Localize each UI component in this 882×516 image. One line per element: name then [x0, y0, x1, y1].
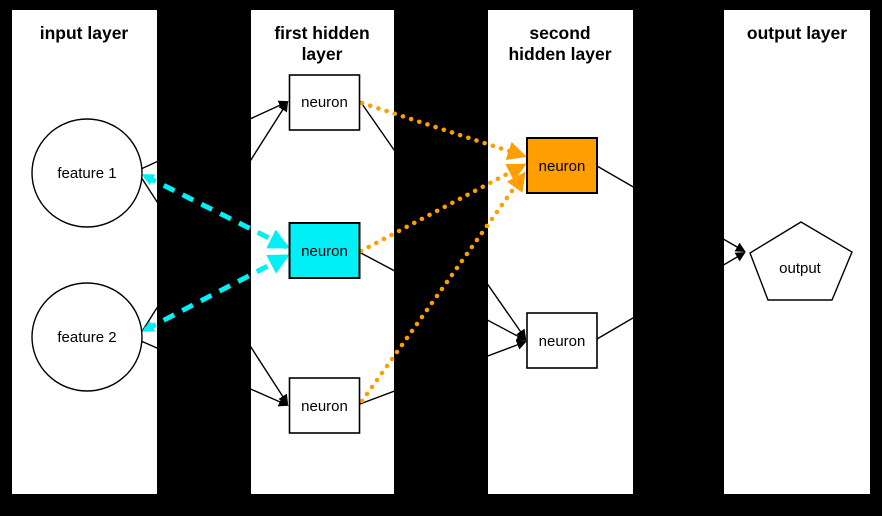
node-hidden2-neuron1-orange: neuron	[526, 137, 598, 194]
hidden2-neuron2-label: neuron	[539, 333, 586, 350]
edge-h1n3-to-h2n1-orange	[359, 171, 527, 404]
edges-black-solid	[140, 100, 746, 407]
edge-h2n1-to-output	[596, 165, 746, 253]
hidden2-neuron2-box	[526, 312, 598, 369]
second-hidden-layer-title-line1: second	[529, 23, 590, 43]
edge-feature2-to-h1n2-cyan	[141, 253, 290, 333]
node-hidden1-neuron1: neuron	[288, 74, 361, 131]
feature-1-label: feature 1	[57, 165, 116, 182]
edge-feature1-to-h1n1	[140, 100, 289, 170]
edge-h2n2-to-output	[596, 251, 746, 340]
nodes: feature 1 feature 2 neuron neuron neuron…	[31, 74, 853, 434]
layer-titles: input layer first hidden layer second hi…	[40, 23, 848, 64]
edge-h1n2-to-h2n2	[358, 251, 527, 341]
feature-1-circle	[31, 118, 143, 228]
first-hidden-layer-title-line1: first hidden	[274, 23, 369, 43]
edge-feature2-to-h1n3	[140, 340, 289, 407]
edge-h1n1-to-h2n2	[359, 100, 527, 340]
hidden1-neuron3-label: neuron	[301, 398, 348, 415]
edges-cyan-dashed	[141, 173, 290, 333]
layer-panels	[12, 10, 870, 494]
output-label: output	[779, 260, 822, 277]
panel-input-layer	[12, 10, 157, 494]
edge-h1n2-to-h2n1-orange	[358, 162, 527, 254]
node-hidden1-neuron2-cyan: neuron	[288, 222, 361, 279]
hidden1-neuron2-label: neuron	[301, 243, 348, 260]
hidden1-neuron1-label: neuron	[301, 94, 348, 111]
node-feature-2: feature 2	[31, 282, 143, 392]
panel-second-hidden-layer	[488, 10, 633, 494]
hidden1-neuron3-box	[288, 377, 361, 434]
node-output: output	[749, 221, 853, 301]
hidden2-neuron1-box	[526, 137, 598, 194]
node-hidden2-neuron2: neuron	[526, 312, 598, 369]
edge-h1n1-to-h2n1-orange	[359, 100, 527, 161]
edge-h1n3-to-h2n2	[359, 340, 527, 405]
hidden2-neuron1-label: neuron	[539, 158, 586, 175]
edges-orange-dotted	[358, 100, 527, 404]
feature-2-label: feature 2	[57, 329, 116, 346]
hidden1-neuron2-box	[288, 222, 361, 279]
output-pentagon	[749, 221, 853, 301]
edge-feature1-to-h1n2-cyan	[141, 173, 290, 250]
output-layer-title: output layer	[747, 23, 847, 43]
input-layer-title: input layer	[40, 23, 129, 43]
first-hidden-layer-title-line2: layer	[302, 44, 343, 64]
second-hidden-layer-title-line2: hidden layer	[508, 44, 611, 64]
node-hidden1-neuron3: neuron	[288, 377, 361, 434]
node-feature-1: feature 1	[31, 118, 143, 228]
feature-2-circle	[31, 282, 143, 392]
hidden1-neuron1-box	[288, 74, 361, 131]
